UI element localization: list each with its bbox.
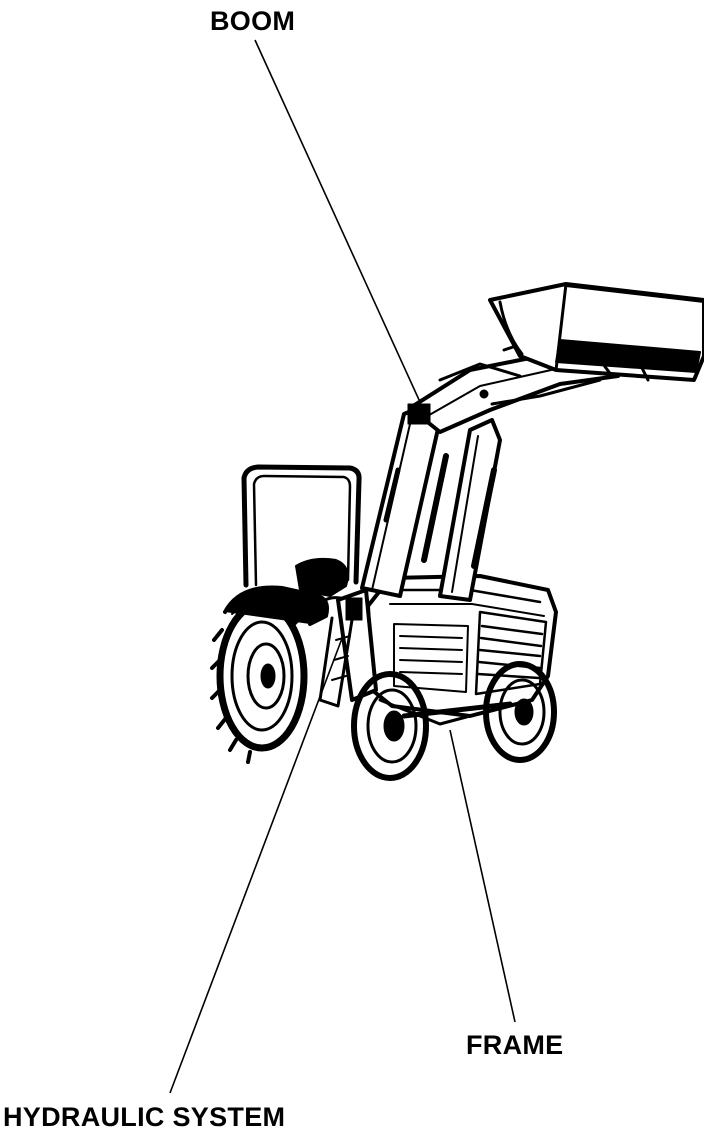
boom-label: BOOM (210, 6, 296, 36)
front-wheel-right (483, 661, 557, 763)
side-vents (393, 623, 469, 693)
loader-frame (316, 588, 378, 708)
boom-arms (360, 336, 620, 602)
boom-leader-line (254, 39, 421, 403)
frame-leader-line (449, 729, 516, 1023)
tractor-illustration (210, 282, 704, 781)
rops-frame (241, 464, 362, 588)
hydraulic-system-label: HYDRAULIC SYSTEM (3, 1102, 286, 1132)
rear-wheel (210, 592, 308, 764)
frame-label: FRAME (466, 1030, 564, 1060)
front-wheel-left (351, 671, 429, 781)
front-axle (401, 701, 513, 719)
front-grille (474, 610, 548, 696)
loader-bucket (488, 282, 704, 382)
hydraulic-leader-line (169, 611, 353, 1094)
